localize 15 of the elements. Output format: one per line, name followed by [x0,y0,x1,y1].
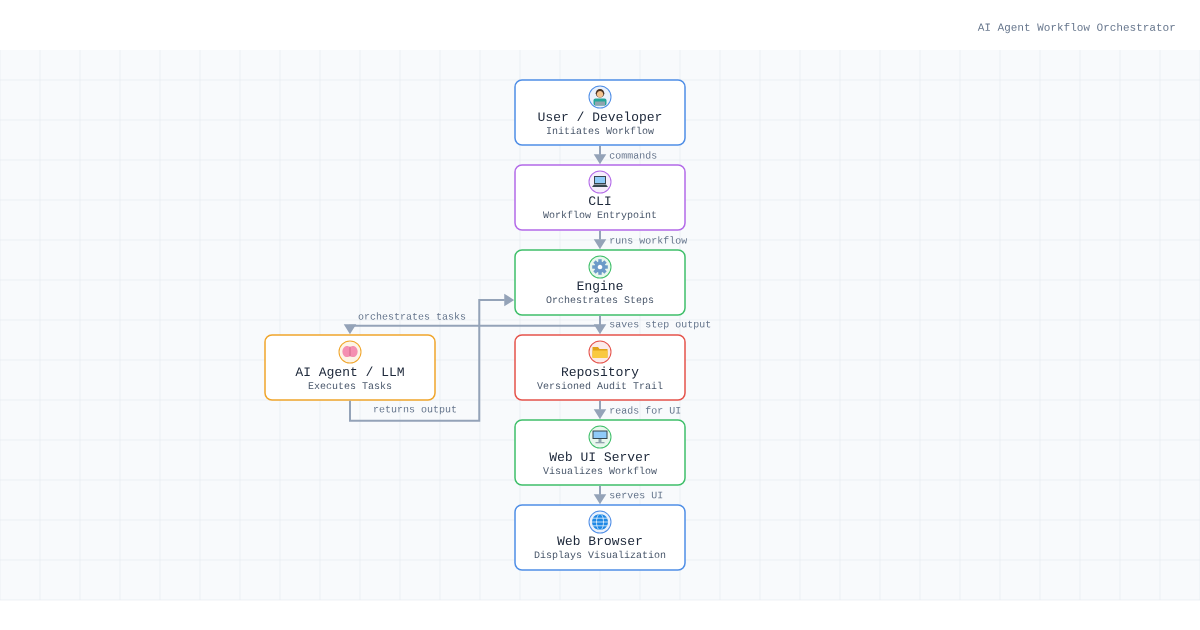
edge-label: runs workflow [610,236,688,244]
edge-label: orchestrates tasks [358,312,466,320]
component-box: Engine Orchestrates Steps [514,249,686,316]
edge-label: reads for UI [610,406,681,414]
component-box: CLI Workflow Entrypoint [514,164,686,231]
edge-label: commands [609,151,657,159]
component-box: User / Developer Initiates Workflow [514,79,686,146]
component-box: AI Agent / LLM Executes Tasks [264,334,436,401]
component-box: Web UI Server Visualizes Workflow [514,419,686,486]
component-box: Web Browser Displays Visualization [514,504,686,571]
header-subtitle: AI Agent Workflow Orchestrator [977,22,1175,34]
edge-label: serves UI [610,491,663,499]
component-box: Repository Versioned Audit Trail [514,334,686,401]
edge-label: saves step output [610,320,711,330]
edge-label: returns output [374,405,456,415]
